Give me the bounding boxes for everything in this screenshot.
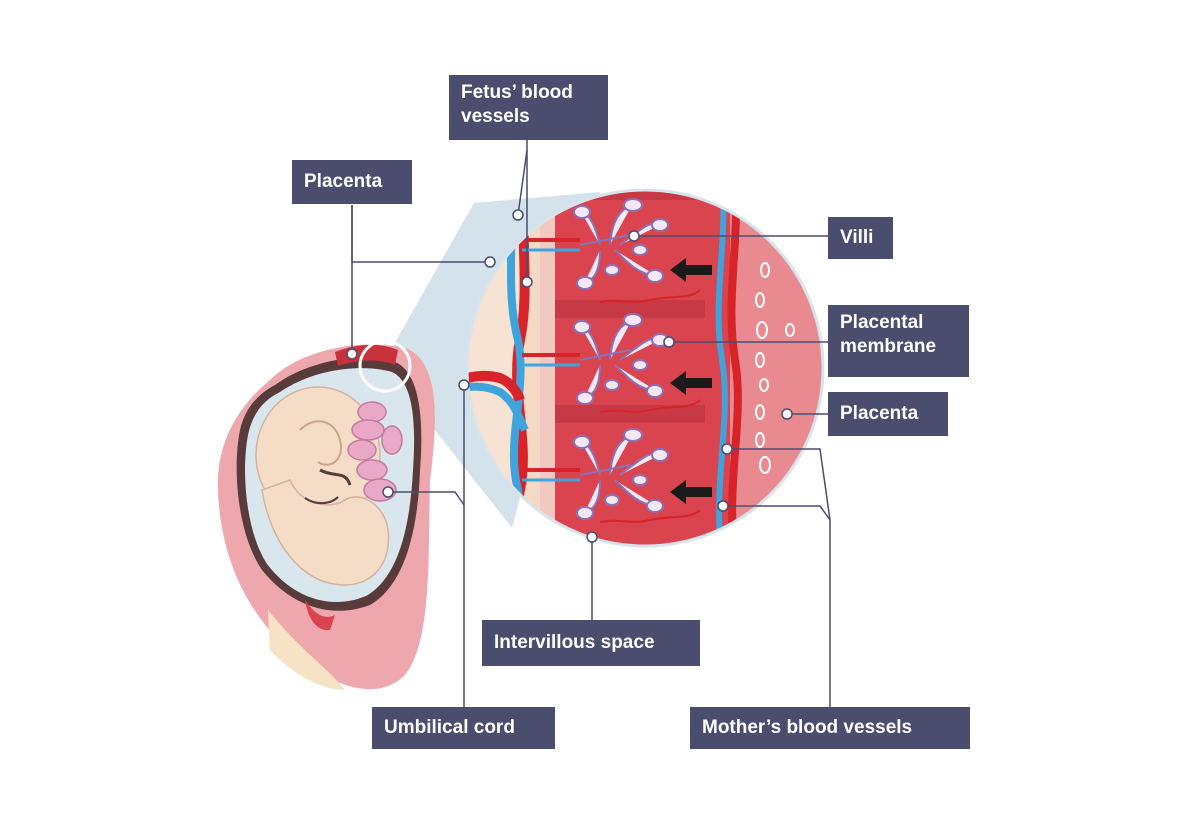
flow-arrows (670, 258, 712, 504)
leader-dots (346, 209, 793, 543)
villi-label: Villi (828, 217, 893, 259)
umbilical-coil (347, 401, 403, 502)
villus (573, 198, 669, 290)
flow-arrow (670, 480, 712, 504)
magnified-circle-outline (465, 188, 825, 548)
fetus-blood-vessels-line2: vessels (461, 106, 530, 127)
placental-membrane-line1: Placental (840, 312, 924, 333)
cervix (305, 600, 335, 631)
maternal-vein (715, 190, 728, 546)
uterus-lower (268, 610, 345, 690)
villi (573, 198, 669, 520)
placenta-label-left: Placenta (292, 160, 412, 204)
mothers-blood-vessels-label: Mother’s blood vessels (690, 707, 970, 749)
intervillous-space-text: Intervillous space (494, 632, 655, 653)
placenta-right-text: Placenta (840, 403, 919, 424)
mothers-blood-vessels-text: Mother’s blood vessels (702, 717, 913, 738)
fetus (255, 386, 390, 586)
placental-membrane-line2: membrane (840, 336, 937, 357)
placenta-cells (755, 262, 795, 474)
villus (573, 428, 669, 520)
placenta-left-text: Placenta (304, 171, 383, 192)
placental-membrane-label: Placental membrane (828, 305, 969, 377)
villi-text: Villi (840, 227, 874, 248)
leader-lines (351, 140, 831, 707)
villus (573, 313, 669, 405)
fetus-blood-vessels-label: Fetus’ blood vessels (449, 75, 608, 140)
flow-arrow (670, 371, 712, 395)
maternal-artery (727, 190, 742, 546)
uterus-illustration (217, 344, 435, 690)
flow-arrow (670, 258, 712, 282)
umbilical-cord-label: Umbilical cord (372, 707, 555, 749)
intervillous-space-label: Intervillous space (482, 620, 700, 666)
umbilical-cord-text: Umbilical cord (384, 717, 515, 738)
zoom-source-circle (358, 339, 412, 393)
fetus-blood-vessels-line1: Fetus’ blood (461, 82, 573, 103)
placenta-label-right: Placenta (828, 392, 948, 436)
